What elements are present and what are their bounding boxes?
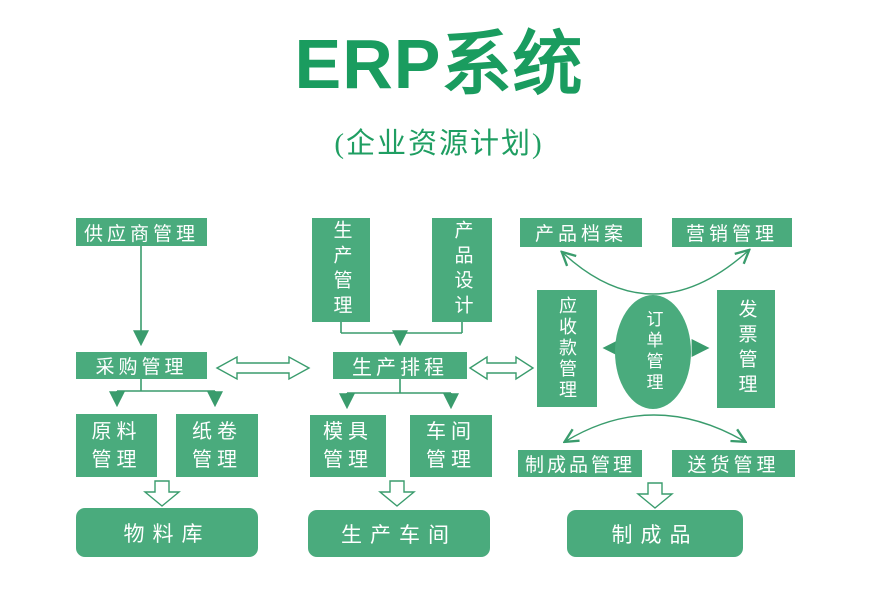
node-paper-roll-management: 纸卷管理: [176, 414, 258, 477]
node-production-workshop: 生产车间: [308, 510, 490, 557]
diagram-title: ERP系统: [294, 25, 584, 103]
connector-scheduling-split: [347, 379, 451, 394]
node-order-management-ellipse: 订单管理: [615, 295, 691, 409]
block-arrow-to-production-workshop: [378, 480, 416, 507]
node-material-warehouse: 物料库: [76, 508, 258, 557]
arc-order-to-archive-marketing: [563, 251, 748, 295]
node-mold-management: 模具管理: [310, 415, 386, 477]
node-invoice-management: 发票管理: [717, 290, 775, 408]
node-supplier-management: 供应商管理: [76, 218, 207, 246]
node-marketing-management: 营销管理: [672, 218, 792, 247]
diagram-subtitle: (企业资源计划): [334, 128, 544, 160]
double-arrow-purchase-scheduling: [215, 355, 311, 381]
double-arrow-scheduling-receivables: [468, 355, 535, 381]
block-arrow-to-material-warehouse: [143, 480, 181, 507]
node-raw-material-management: 原料管理: [76, 414, 157, 477]
node-finished-goods: 制成品: [567, 510, 743, 557]
block-arrow-to-finished-goods: [636, 482, 674, 509]
arc-order-to-finishedmgmt-delivery: [566, 414, 744, 441]
node-delivery-management: 送货管理: [672, 450, 795, 477]
node-production-scheduling: 生产排程: [333, 352, 467, 379]
connector-purchase-split: [117, 379, 215, 392]
node-product-archive: 产品档案: [520, 218, 642, 247]
node-purchase-management: 采购管理: [76, 352, 207, 379]
node-finished-goods-management: 制成品管理: [518, 450, 642, 477]
node-product-design: 产品设计: [432, 218, 492, 322]
node-production-management: 生产管理: [312, 218, 370, 322]
connector-production-merge: [340, 322, 463, 334]
node-receivables-management: 应收款管理: [537, 290, 597, 407]
node-workshop-management: 车间管理: [410, 415, 492, 477]
